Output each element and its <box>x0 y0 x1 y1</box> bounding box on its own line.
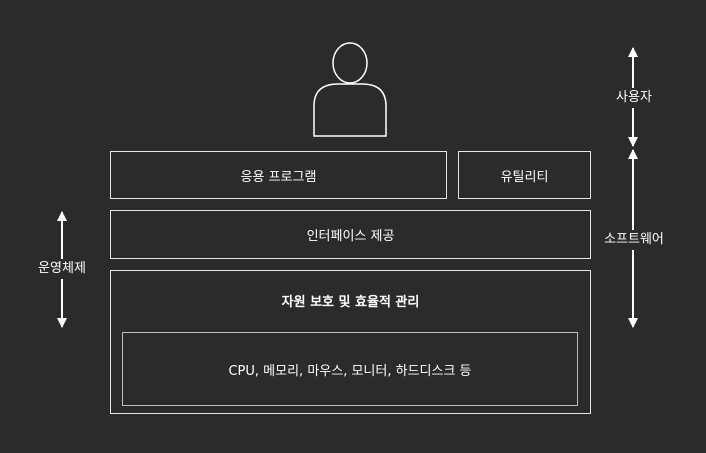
interface-label: 인터페이스 제공 <box>306 229 395 244</box>
os-label: 운영체제 <box>38 259 86 279</box>
utility-box: 유틸리티 <box>458 151 591 199</box>
user-label: 사용자 <box>616 88 652 108</box>
interface-box: 인터페이스 제공 <box>110 210 591 259</box>
app-box: 응용 프로그램 <box>110 151 447 199</box>
resource-box: 자원 보호 및 효율적 관리 <box>110 270 591 414</box>
software-label: 소프트웨어 <box>604 230 664 250</box>
user-figure-icon <box>313 42 387 137</box>
hardware-label: CPU, 메모리, 마우스, 모니터, 하드디스크 등 <box>228 363 472 379</box>
utility-label: 유틸리티 <box>500 169 549 185</box>
resource-label: 자원 보호 및 효율적 관리 <box>281 295 420 310</box>
hardware-box: CPU, 메모리, 마우스, 모니터, 하드디스크 등 <box>122 332 578 406</box>
app-label: 응용 프로그램 <box>240 169 317 185</box>
